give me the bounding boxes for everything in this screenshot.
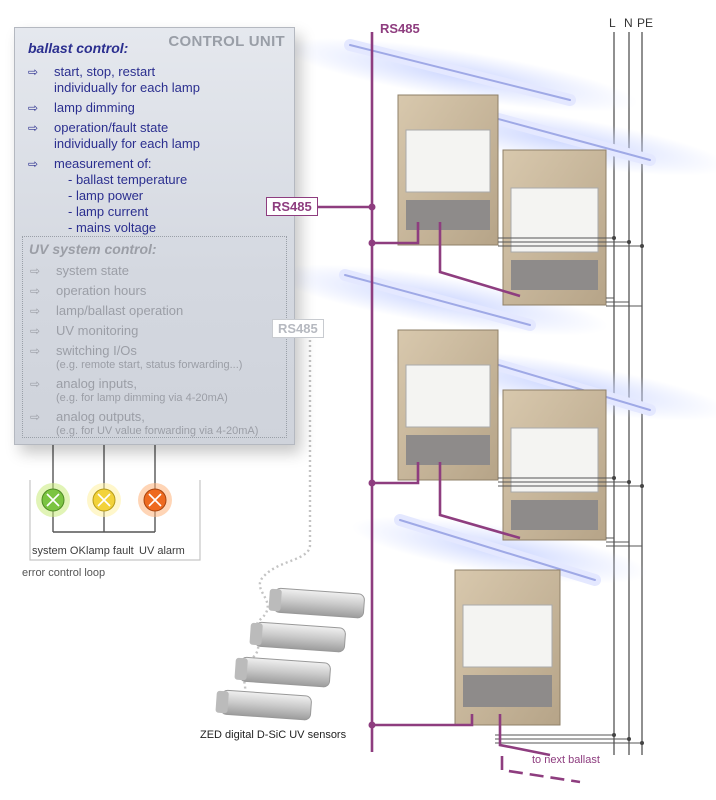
list-item: ⇨ operation/fault state individually for… [28,120,200,151]
measurement-item: - lamp current [68,204,149,219]
uv-system-control-heading: UV system control: [29,241,157,257]
ballast-control-heading: ballast control: [28,40,129,56]
uv-sensor [268,587,365,619]
mains-label-pe: PE [637,16,654,30]
control-unit-title: CONTROL UNIT [168,33,285,50]
uv-sensor [249,621,346,653]
rs485-bus [304,32,581,784]
bus-junctions [368,203,376,729]
list-item: ⇨ measurement of: - ballast temperature … [25,156,200,236]
ballast-control-list: ⇨ start, stop, restart individually for … [25,64,200,240]
arrow-right-icon: ⇨ [30,377,41,391]
arrow-right-icon: ⇨ [30,264,41,278]
list-item: ⇨UV monitoring [30,323,139,338]
system-ok-label: system OK [32,545,86,557]
uv-system-control-list: ⇨system state ⇨operation hours ⇨lamp/bal… [27,263,258,442]
sensors-label: ZED digital D-SiC UV sensors [200,729,347,741]
arrow-right-icon: ⇨ [28,65,39,79]
mains-junctions [612,236,644,745]
uv-system-control-box: UV system control: ⇨system state ⇨operat… [22,236,287,438]
uv-alarm-label: UV alarm [139,545,185,557]
system-ok-lamp [36,483,70,517]
next-ballast-label: to next ballast [532,754,600,766]
rs485-tag: RS485 [266,197,318,216]
measurement-item: - mains voltage [68,220,157,235]
arrow-right-icon: ⇨ [30,324,41,338]
arrow-right-icon: ⇨ [28,121,39,135]
mains-label-l: L [609,16,616,30]
arrow-right-icon: ⇨ [30,304,41,318]
list-item: ⇨analog outputs,(e.g. for UV value forwa… [30,409,259,437]
control-unit-panel: CONTROL UNIT ballast control: ⇨ start, s… [14,27,295,445]
uv-alarm-lamp [138,483,172,517]
arrow-right-icon: ⇨ [30,344,41,358]
list-item: ⇨analog inputs,(e.g. for lamp dimming vi… [30,376,228,404]
lamp-fault-lamp [87,483,121,517]
arrow-right-icon: ⇨ [30,410,41,424]
mains-taps [495,237,642,744]
arrow-right-icon: ⇨ [28,157,39,171]
error-loop-label: error control loop [22,567,106,579]
list-item: ⇨ start, stop, restart individually for … [28,64,200,95]
arrow-right-icon: ⇨ [28,101,39,115]
rs485-bus-label: RS485 [380,21,420,36]
error-loop-outline [29,480,201,561]
rs485-sensor-tag: RS485 [272,319,324,338]
lamp-fault-label: lamp fault [86,545,134,557]
list-item: ⇨ lamp dimming [28,100,135,115]
list-item: ⇨operation hours [30,283,147,298]
arrow-right-icon: ⇨ [30,284,41,298]
indicator-lamps [36,483,172,517]
mains-label-n: N [624,16,633,30]
measurement-item: - lamp power [68,188,144,203]
list-item: ⇨system state [30,263,129,278]
measurement-item: - ballast temperature [68,172,188,187]
uv-sensor [215,689,312,721]
list-item: ⇨switching I/Os(e.g. remote start, statu… [30,343,243,371]
uv-sensors [215,587,365,721]
list-item: ⇨lamp/ballast operation [30,303,184,318]
ballast-units [397,94,607,726]
uv-sensor [234,656,331,688]
